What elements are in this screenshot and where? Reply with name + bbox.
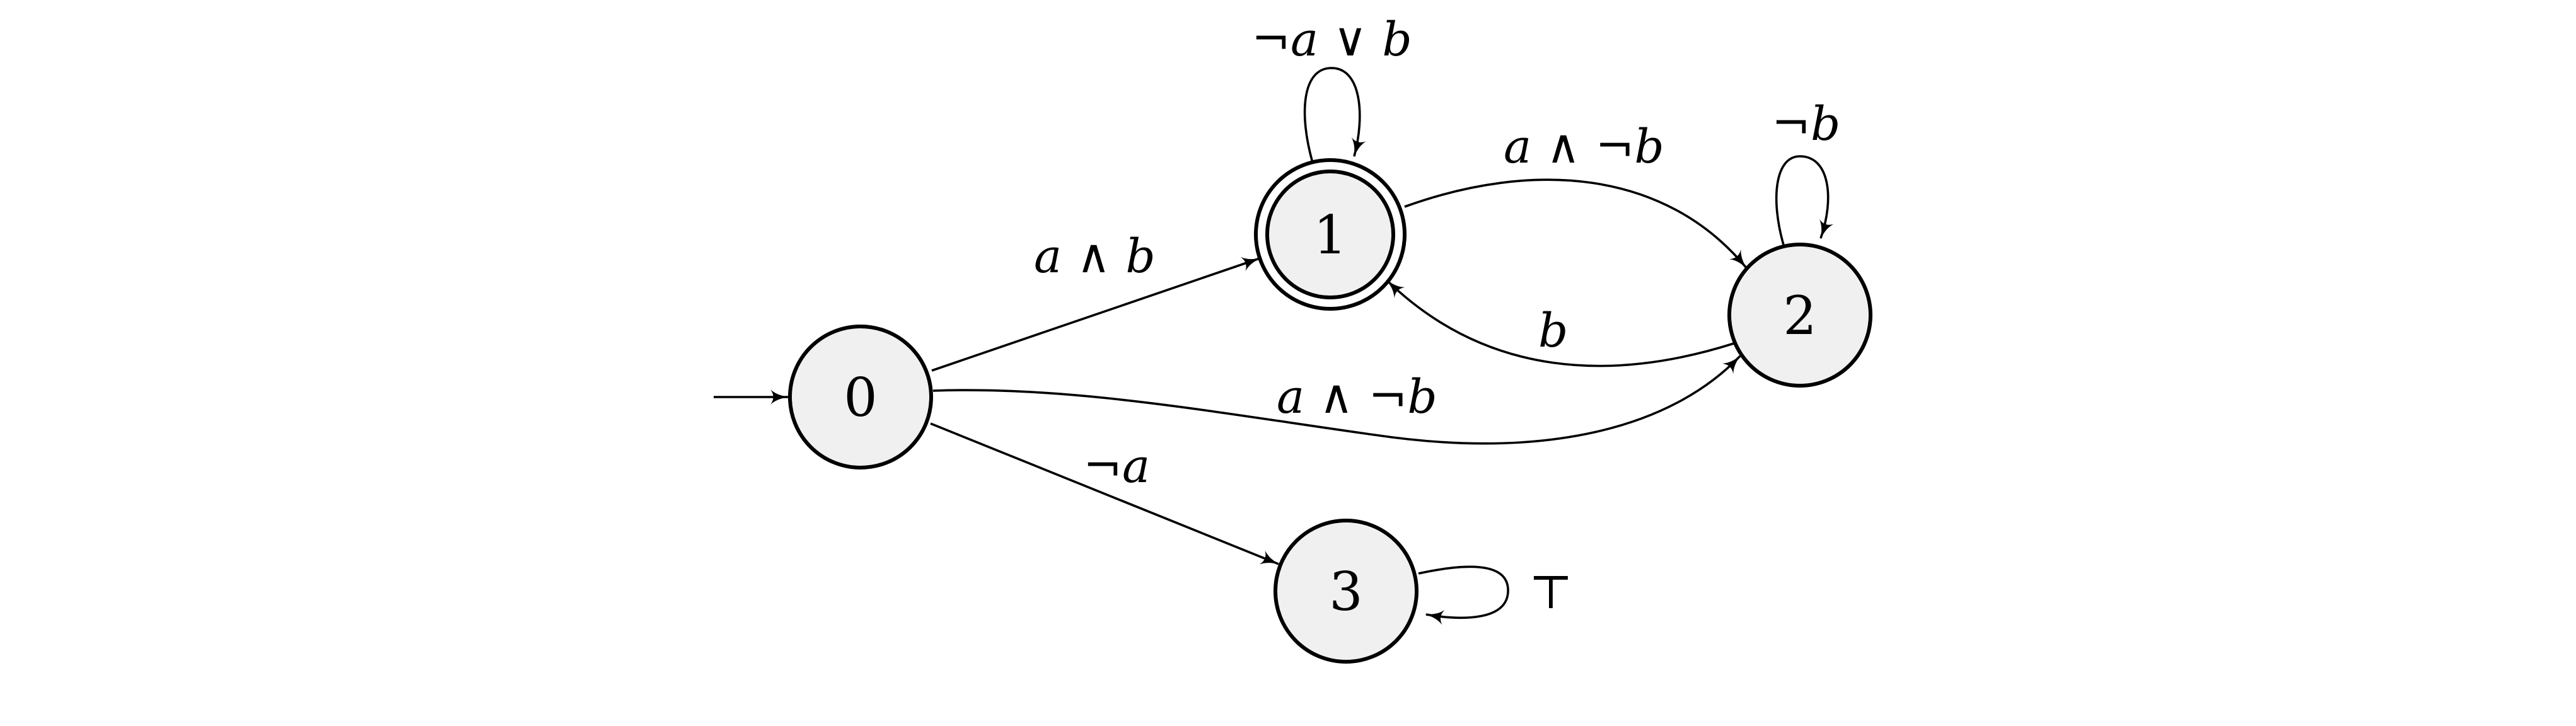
edge-label-0-to-1: a ∧ b [1034, 229, 1156, 284]
edge-label-0-to-3: ¬a [1083, 439, 1150, 493]
edge-3-to-3 [1418, 565, 1509, 625]
edge-1-to-2 [1404, 178, 1748, 269]
edge-0-to-3 [930, 422, 1280, 565]
edge-0-to-1 [931, 256, 1261, 372]
edge-label-0-to-2: a ∧ ¬b [1277, 370, 1437, 424]
edge-0-to-2 [932, 355, 1741, 445]
state-label-2: 2 [1783, 285, 1816, 347]
edge-label-2-to-2: ¬b [1772, 97, 1840, 151]
edge-label-1-to-1: ¬a ∨ b [1251, 13, 1412, 67]
state-label-3: 3 [1329, 561, 1362, 623]
edge-1-to-1 [1303, 67, 1366, 163]
state-1: 1 [1254, 158, 1407, 311]
edge-label-2-to-1: b [1538, 304, 1568, 358]
edge-label-3-to-3: ⊤ [1529, 565, 1573, 619]
state-3: 3 [1273, 519, 1419, 664]
edge-2-to-1 [1386, 279, 1734, 367]
state-2: 2 [1727, 243, 1872, 388]
state-0: 0 [788, 325, 933, 470]
state-label-1: 1 [1313, 204, 1347, 266]
edge-label-1-to-2: a ∧ ¬b [1504, 120, 1664, 174]
edge-2-to-2 [1775, 155, 1834, 248]
state-label-0: 0 [844, 367, 877, 429]
